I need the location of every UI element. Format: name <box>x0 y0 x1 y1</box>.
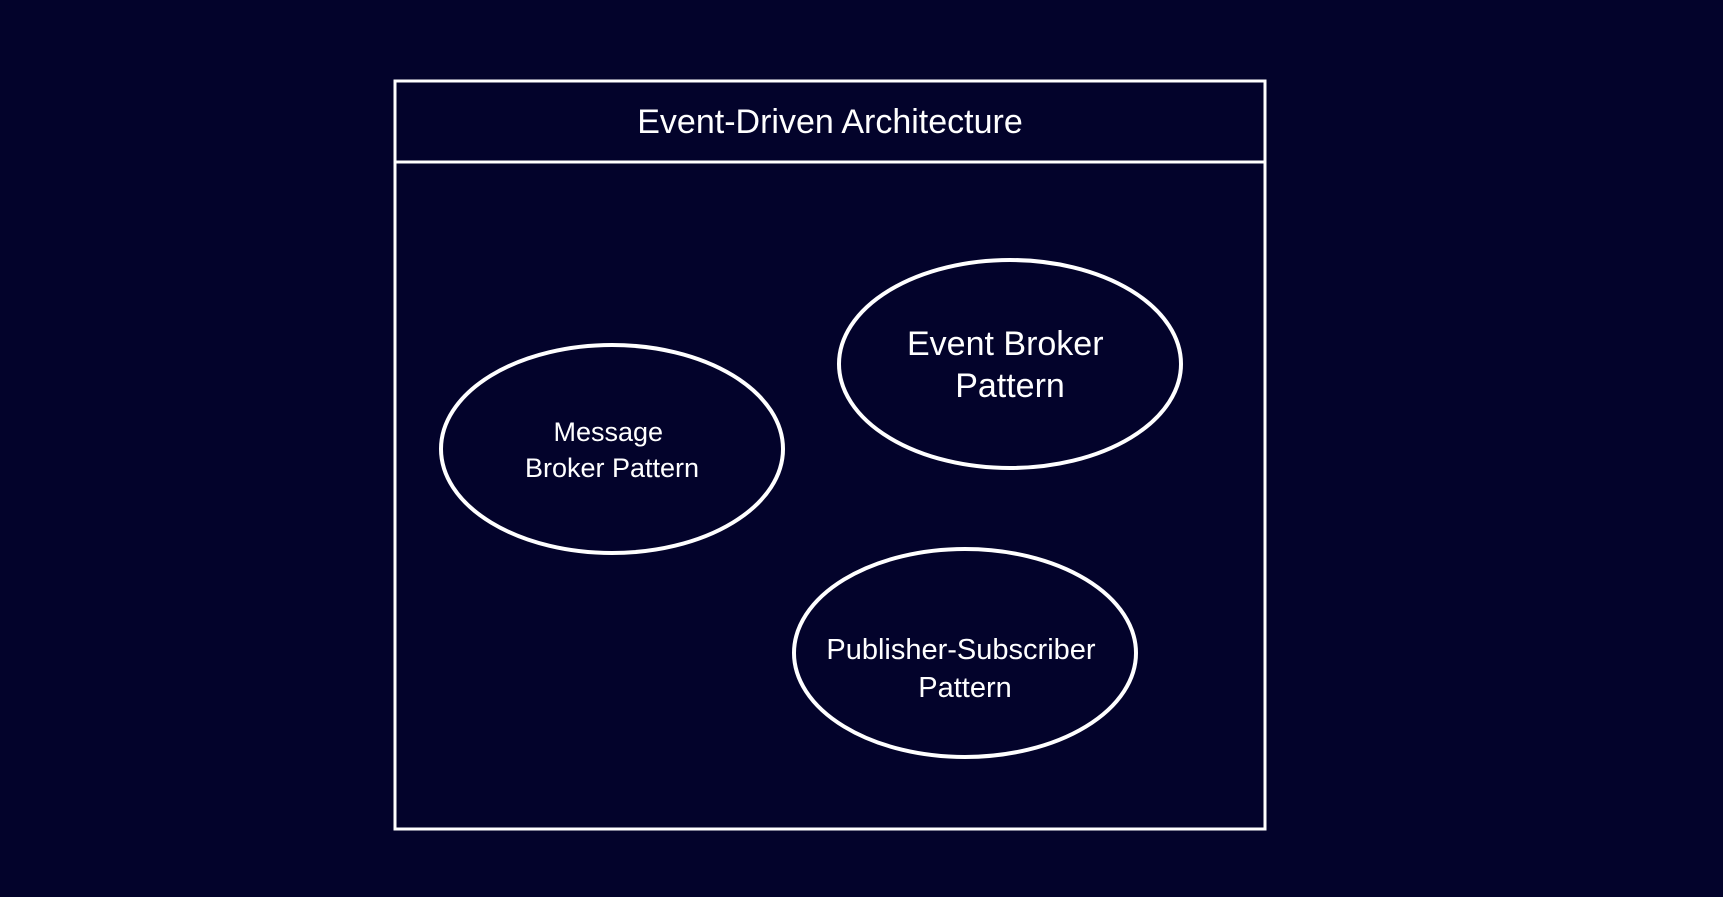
architecture-frame: Event-Driven Architecture <box>393 79 1267 831</box>
node-message-broker-label-line-1: Message <box>553 417 663 447</box>
diagram-title: Event-Driven Architecture <box>637 103 1023 141</box>
node-message-broker-ellipse[interactable] <box>439 343 785 555</box>
frame-border <box>393 79 1267 831</box>
node-message-broker[interactable]: Message Broker Pattern <box>439 343 785 555</box>
node-publisher-subscriber-ellipse[interactable] <box>792 547 1138 759</box>
node-publisher-subscriber[interactable]: Publisher-Subscriber Pattern <box>792 547 1138 759</box>
node-event-broker-label-line-2: Pattern <box>955 367 1065 405</box>
node-event-broker-ellipse[interactable] <box>837 258 1183 470</box>
node-event-broker-label-line-1: Event Broker <box>907 325 1104 363</box>
node-message-broker-label-line-2: Broker Pattern <box>525 453 699 483</box>
node-message-broker-label: Message Broker Pattern <box>525 417 699 483</box>
node-publisher-subscriber-label-line-1: Publisher-Subscriber <box>826 634 1096 666</box>
node-event-broker[interactable]: Event Broker Pattern <box>837 258 1183 470</box>
node-publisher-subscriber-label: Publisher-Subscriber Pattern <box>826 634 1103 704</box>
node-publisher-subscriber-label-line-2: Pattern <box>918 672 1012 704</box>
node-event-broker-label: Event Broker Pattern <box>907 325 1113 405</box>
